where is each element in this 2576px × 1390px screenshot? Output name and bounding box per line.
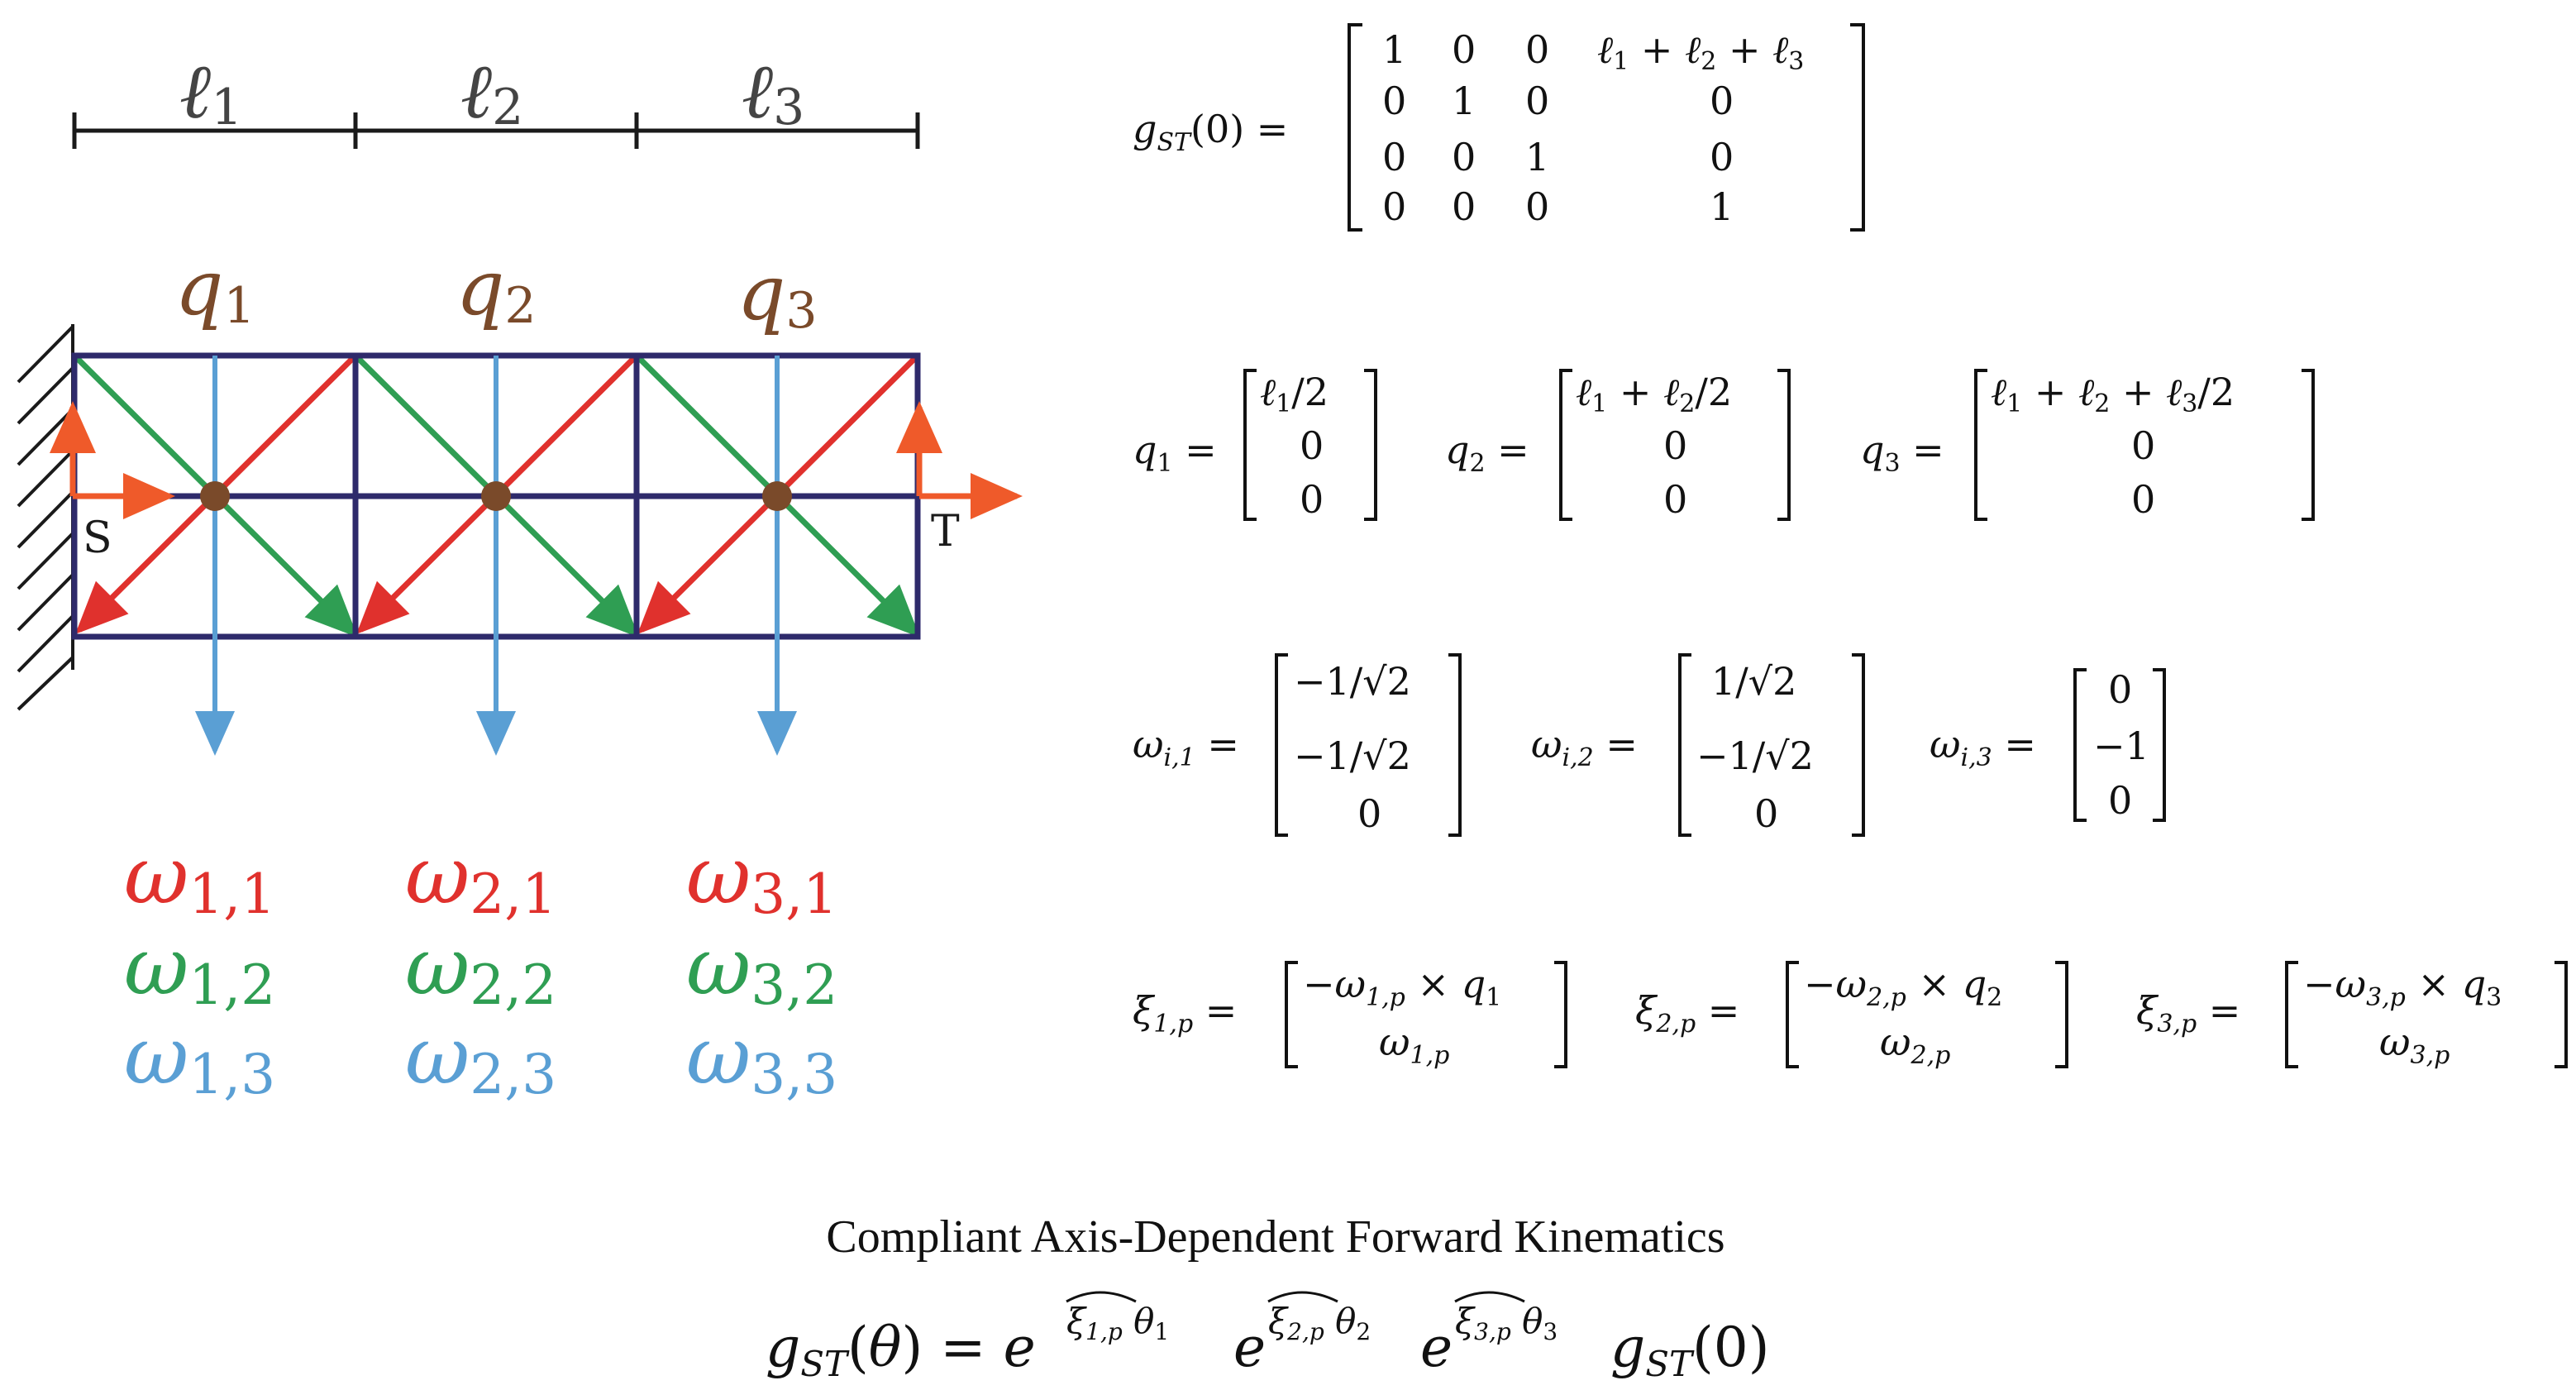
- svg-text:e: e: [1420, 1316, 1453, 1379]
- svg-text:0: 0: [1663, 477, 1687, 522]
- svg-text:ξ3,p θ3: ξ3,p θ3: [1455, 1301, 1558, 1345]
- gst0-lhs: gST(0) =: [1133, 107, 1288, 157]
- svg-text:1: 1: [1382, 27, 1406, 72]
- omega-label-2-3: ω2,3: [405, 1010, 556, 1106]
- svg-text:0: 0: [1525, 184, 1549, 229]
- svg-text:−1/√2: −1/√2: [1696, 733, 1814, 778]
- svg-text:0: 0: [1382, 135, 1406, 179]
- frame-arrows: [50, 401, 1023, 519]
- omega-i2-lhs: ωi,2 =: [1531, 722, 1638, 772]
- svg-text:0: 0: [1663, 423, 1687, 468]
- svg-text:ω3,p: ω3,p: [2379, 1020, 2450, 1070]
- svg-text:0: 0: [1710, 135, 1734, 179]
- svg-text:ℓ1 + ℓ2 + ℓ3/2: ℓ1 + ℓ2 + ℓ3/2: [1991, 370, 2235, 418]
- omega-i3-lhs: ωi,3 =: [1930, 722, 2036, 772]
- node-label-q3: q3: [737, 249, 817, 340]
- gst0-bracket-left: [1348, 23, 1362, 232]
- length-label-3: ℓ3: [742, 47, 805, 136]
- svg-text:1: 1: [1452, 79, 1476, 123]
- xi-2-lhs: ξ2,p =: [1635, 988, 1739, 1039]
- equation-q-vectors: q1 = ℓ1/2 0 0 q2 = ℓ1 + ℓ2/2 0 0 q3 = ℓ1 +…: [1133, 369, 2315, 522]
- length-label-2: ℓ2: [460, 47, 524, 136]
- svg-text:gST(0): gST(0): [1610, 1316, 1770, 1384]
- svg-text:0: 0: [1357, 791, 1381, 836]
- caption-title: Compliant Axis-Dependent Forward Kinemat…: [826, 1211, 1724, 1263]
- svg-text:ℓ1/2: ℓ1/2: [1260, 370, 1329, 418]
- svg-text:ξ1,p θ1: ξ1,p θ1: [1066, 1301, 1169, 1345]
- q2-lhs: q2 =: [1445, 428, 1529, 478]
- svg-text:0: 0: [1525, 27, 1549, 72]
- equation-gst0: gST(0) = 1 0 0 ℓ1 + ℓ2 + ℓ3 0 1 0 0 0 0 1 0 0 0 0 1: [1133, 23, 1865, 232]
- omega-i1-lhs: ωi,1 =: [1133, 722, 1239, 772]
- fixed-wall: [17, 324, 74, 711]
- svg-text:ℓ1 + ℓ2/2: ℓ1 + ℓ2/2: [1576, 370, 1732, 418]
- omega-label-1-2: ω1,2: [124, 920, 275, 1017]
- length-label-1: ℓ1: [179, 47, 243, 136]
- svg-text:ℓ1 + ℓ2 + ℓ3: ℓ1 + ℓ2 + ℓ3: [1597, 27, 1804, 76]
- omega-label-1-3: ω1,3: [124, 1010, 275, 1106]
- svg-text:−ω2,p × q2: −ω2,p × q2: [1804, 962, 2002, 1012]
- frame-label-s: S: [83, 513, 112, 563]
- node-q3: [762, 481, 792, 511]
- svg-text:ω2,p: ω2,p: [1880, 1020, 1950, 1070]
- q1-lhs: q1 =: [1133, 428, 1217, 478]
- svg-text:0: 0: [1754, 791, 1778, 836]
- omega-label-2-2: ω2,2: [405, 920, 556, 1017]
- svg-text:0: 0: [1710, 79, 1734, 123]
- node-q1: [200, 481, 230, 511]
- node-points: [200, 481, 792, 511]
- svg-text:−ω3,p × q3: −ω3,p × q3: [2303, 962, 2502, 1012]
- equation-omega-vectors: ωi,1 = −1/√2 −1/√2 0 ωi,2 = 1/√2 −1/√2 0 ωi,…: [1133, 653, 2166, 837]
- node-q2: [481, 481, 511, 511]
- node-label-q2: q2: [456, 244, 536, 335]
- svg-text:0: 0: [1382, 79, 1406, 123]
- svg-text:0: 0: [2108, 667, 2132, 712]
- svg-text:e: e: [1233, 1316, 1266, 1379]
- omega-label-3-2: ω3,2: [686, 920, 837, 1017]
- svg-text:−1: −1: [2093, 724, 2149, 768]
- svg-text:−1/√2: −1/√2: [1294, 733, 1411, 778]
- svg-text:1: 1: [1525, 135, 1549, 179]
- svg-text:0: 0: [2131, 423, 2155, 468]
- svg-text:0: 0: [1452, 184, 1476, 229]
- gst0-bracket-right: [1850, 23, 1865, 232]
- svg-text:1: 1: [1710, 184, 1734, 229]
- frame-label-t: T: [931, 507, 960, 556]
- svg-text:0: 0: [1300, 423, 1324, 468]
- length-dimension: ℓ1 ℓ2 ℓ3: [72, 47, 920, 149]
- caption-formula: gST(θ) = e ξ1,p θ1 e ξ2,p θ2 e ξ3,p θ3 g…: [766, 1291, 1770, 1384]
- omega-labels: ω1,1 ω2,1 ω3,1 ω1,2 ω2,2 ω3,2 ω1,3 ω2,3 …: [124, 829, 837, 1106]
- svg-text:−ω1,p × q1: −ω1,p × q1: [1303, 962, 1501, 1012]
- svg-text:0: 0: [1452, 135, 1476, 179]
- svg-text:1/√2: 1/√2: [1711, 659, 1796, 704]
- svg-text:0: 0: [2108, 778, 2132, 823]
- equation-xi-vectors: ξ1,p = −ω1,p × q1 ω1,p ξ2,p = −ω2,p × q2…: [1133, 961, 2568, 1070]
- svg-text:ω1,p: ω1,p: [1379, 1020, 1449, 1070]
- node-label-q1: q1: [174, 244, 255, 335]
- omega-label-3-3: ω3,3: [686, 1010, 837, 1106]
- xi-1-lhs: ξ1,p =: [1133, 988, 1237, 1039]
- svg-text:0: 0: [2131, 477, 2155, 522]
- omega-label-1-1: ω1,1: [124, 829, 275, 926]
- omega-label-2-1: ω2,1: [405, 829, 556, 926]
- blue-compliant-axes: [195, 356, 797, 756]
- q3-lhs: q3 =: [1860, 428, 1944, 478]
- omega-label-3-1: ω3,1: [686, 829, 837, 926]
- svg-text:ξ2,p θ2: ξ2,p θ2: [1268, 1301, 1371, 1345]
- svg-text:0: 0: [1382, 184, 1406, 229]
- xi-3-lhs: ξ3,p =: [2136, 988, 2240, 1039]
- svg-text:0: 0: [1525, 79, 1549, 123]
- svg-text:0: 0: [1300, 477, 1324, 522]
- svg-text:0: 0: [1452, 27, 1476, 72]
- node-labels: q1 q2 q3: [174, 244, 817, 340]
- svg-text:gST(θ) = e: gST(θ) = e: [766, 1316, 1036, 1384]
- svg-text:−1/√2: −1/√2: [1294, 659, 1411, 704]
